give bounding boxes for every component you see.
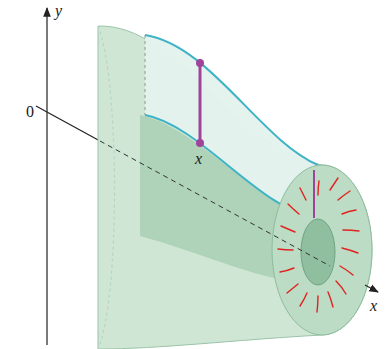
hand-marks [278,178,359,312]
x-axis-hidden [100,141,330,266]
segment-dot [196,59,204,67]
x-axis [36,106,100,141]
axis-label: y [55,3,62,19]
x-axis-arrow [365,285,378,292]
end-radius [313,170,315,218]
left-face [98,26,115,349]
solid-body [98,26,372,349]
outer-curve [145,35,318,165]
end-face [272,165,372,335]
axis-label: x [195,151,202,167]
segment-dot [196,139,204,147]
axis-label: x [370,298,377,314]
end-hole [301,219,335,285]
section-edge [145,35,146,115]
origin-label: 0 [26,104,34,120]
y-axis [46,8,47,345]
radius-segment [199,63,202,143]
